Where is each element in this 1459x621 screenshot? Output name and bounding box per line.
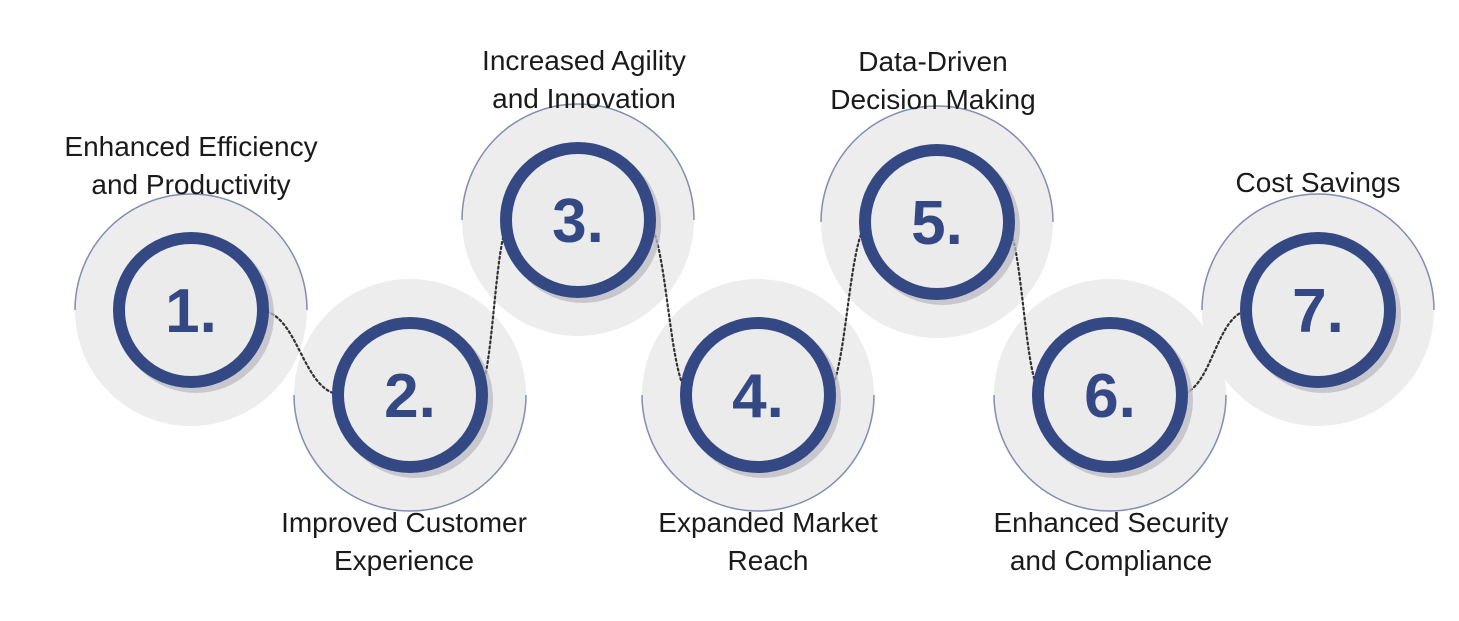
step-7-number: 7. (1292, 277, 1344, 346)
step-3-circle: 3. (500, 142, 661, 303)
step-6-label: Enhanced Security and Compliance (941, 504, 1281, 580)
step-1-label: Enhanced Efficiency and Productivity (21, 128, 361, 204)
step-4-circle: 4. (680, 317, 841, 478)
step-2-label-line1: Improved Customer (281, 507, 527, 538)
step-7-ring (1240, 232, 1396, 388)
step-6-number: 6. (1084, 362, 1136, 431)
step-2-number: 2. (384, 362, 436, 431)
step-6-track-outline (993, 394, 1227, 512)
step-3-label: Increased Agility and Innovation (414, 42, 754, 118)
step-2-track-outline (293, 394, 527, 512)
step-7-track-outline (1201, 193, 1435, 311)
step-1-label-line1: Enhanced Efficiency (64, 131, 318, 162)
step-2-circle: 2. (332, 317, 493, 478)
step-3-label-line1: Increased Agility (482, 45, 686, 76)
step-4-label-line1: Expanded Market (658, 507, 878, 538)
step-5-number: 5. (911, 189, 963, 258)
step-3-number: 3. (552, 187, 604, 256)
step-5-label-line2: Decision Making (830, 84, 1036, 115)
step-5-circle: 5. (859, 144, 1020, 305)
step-6-circle: 6. (1032, 317, 1193, 478)
step-6-label-line1: Enhanced Security (993, 507, 1229, 538)
step-4-label-line2: Reach (727, 545, 809, 576)
step-1-circle: 1. (113, 232, 274, 393)
step-1-label-line2: and Productivity (91, 169, 291, 200)
step-4-track-outline (641, 394, 875, 512)
step-5-track-outline (820, 105, 1054, 223)
step-7-circle: 7. (1240, 232, 1401, 393)
step-5-label: Data-Driven Decision Making (763, 43, 1103, 119)
step-2-label-line2: Experience (333, 545, 475, 576)
circle-layer: 1. 2. 3. 4. 5. 6. 7. (113, 142, 1401, 478)
step-1-ring (113, 232, 269, 388)
step-3-ring (500, 142, 656, 298)
step-1-track-outline (74, 193, 308, 311)
step-6-ring (1032, 317, 1188, 473)
step-2-label: Improved Customer Experience (234, 504, 574, 580)
step-3-label-line2: and Innovation (492, 83, 676, 114)
step-5-label-line1: Data-Driven (858, 46, 1008, 77)
step-4-ring (680, 317, 836, 473)
step-6-label-line2: and Compliance (1009, 545, 1213, 576)
step-5-ring (859, 144, 1015, 300)
step-2-ring (332, 317, 488, 473)
step-4-number: 4. (732, 362, 784, 431)
step-1-number: 1. (165, 277, 217, 346)
step-7-label: Cost Savings (1148, 164, 1459, 202)
step-3-track-outline (461, 103, 695, 221)
step-4-label: Expanded Market Reach (598, 504, 938, 580)
step-7-label-line1: Cost Savings (1235, 167, 1401, 198)
